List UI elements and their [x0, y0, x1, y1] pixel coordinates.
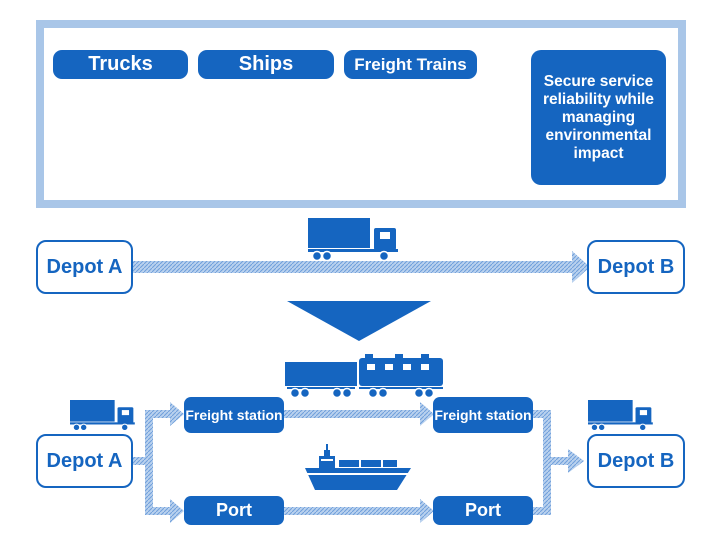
down-triangle-icon: [287, 301, 431, 341]
truck-icon: [307, 217, 399, 262]
depot-a-box: Depot A: [36, 434, 133, 488]
select-combination-text: Select the best combination to meet your…: [72, 152, 446, 170]
mode-ships-label: Ships: [198, 50, 334, 79]
truck-icon: [69, 399, 136, 432]
port-origin: Port: [184, 496, 284, 525]
freight-station-origin: Freight station: [184, 397, 284, 433]
ship-icon: [304, 443, 412, 491]
goal-text: Secure service reliability while managin…: [542, 72, 655, 162]
truck-icon: [587, 399, 654, 432]
goal-box: Secure service reliability while managin…: [531, 50, 666, 185]
freight-station-destination: Freight station: [433, 397, 533, 433]
freight-train-icon: [284, 353, 444, 399]
depot-b-box: Depot B: [587, 240, 685, 294]
mode-trains-label: Freight Trains: [344, 50, 477, 79]
port-destination: Port: [433, 496, 533, 525]
depot-a-box: Depot A: [36, 240, 133, 294]
mode-trucks-label: Trucks: [53, 50, 188, 79]
depot-b-box: Depot B: [587, 434, 685, 488]
direct-route-arrow-icon: [133, 251, 590, 283]
combined-route-connectors: [129, 402, 584, 523]
